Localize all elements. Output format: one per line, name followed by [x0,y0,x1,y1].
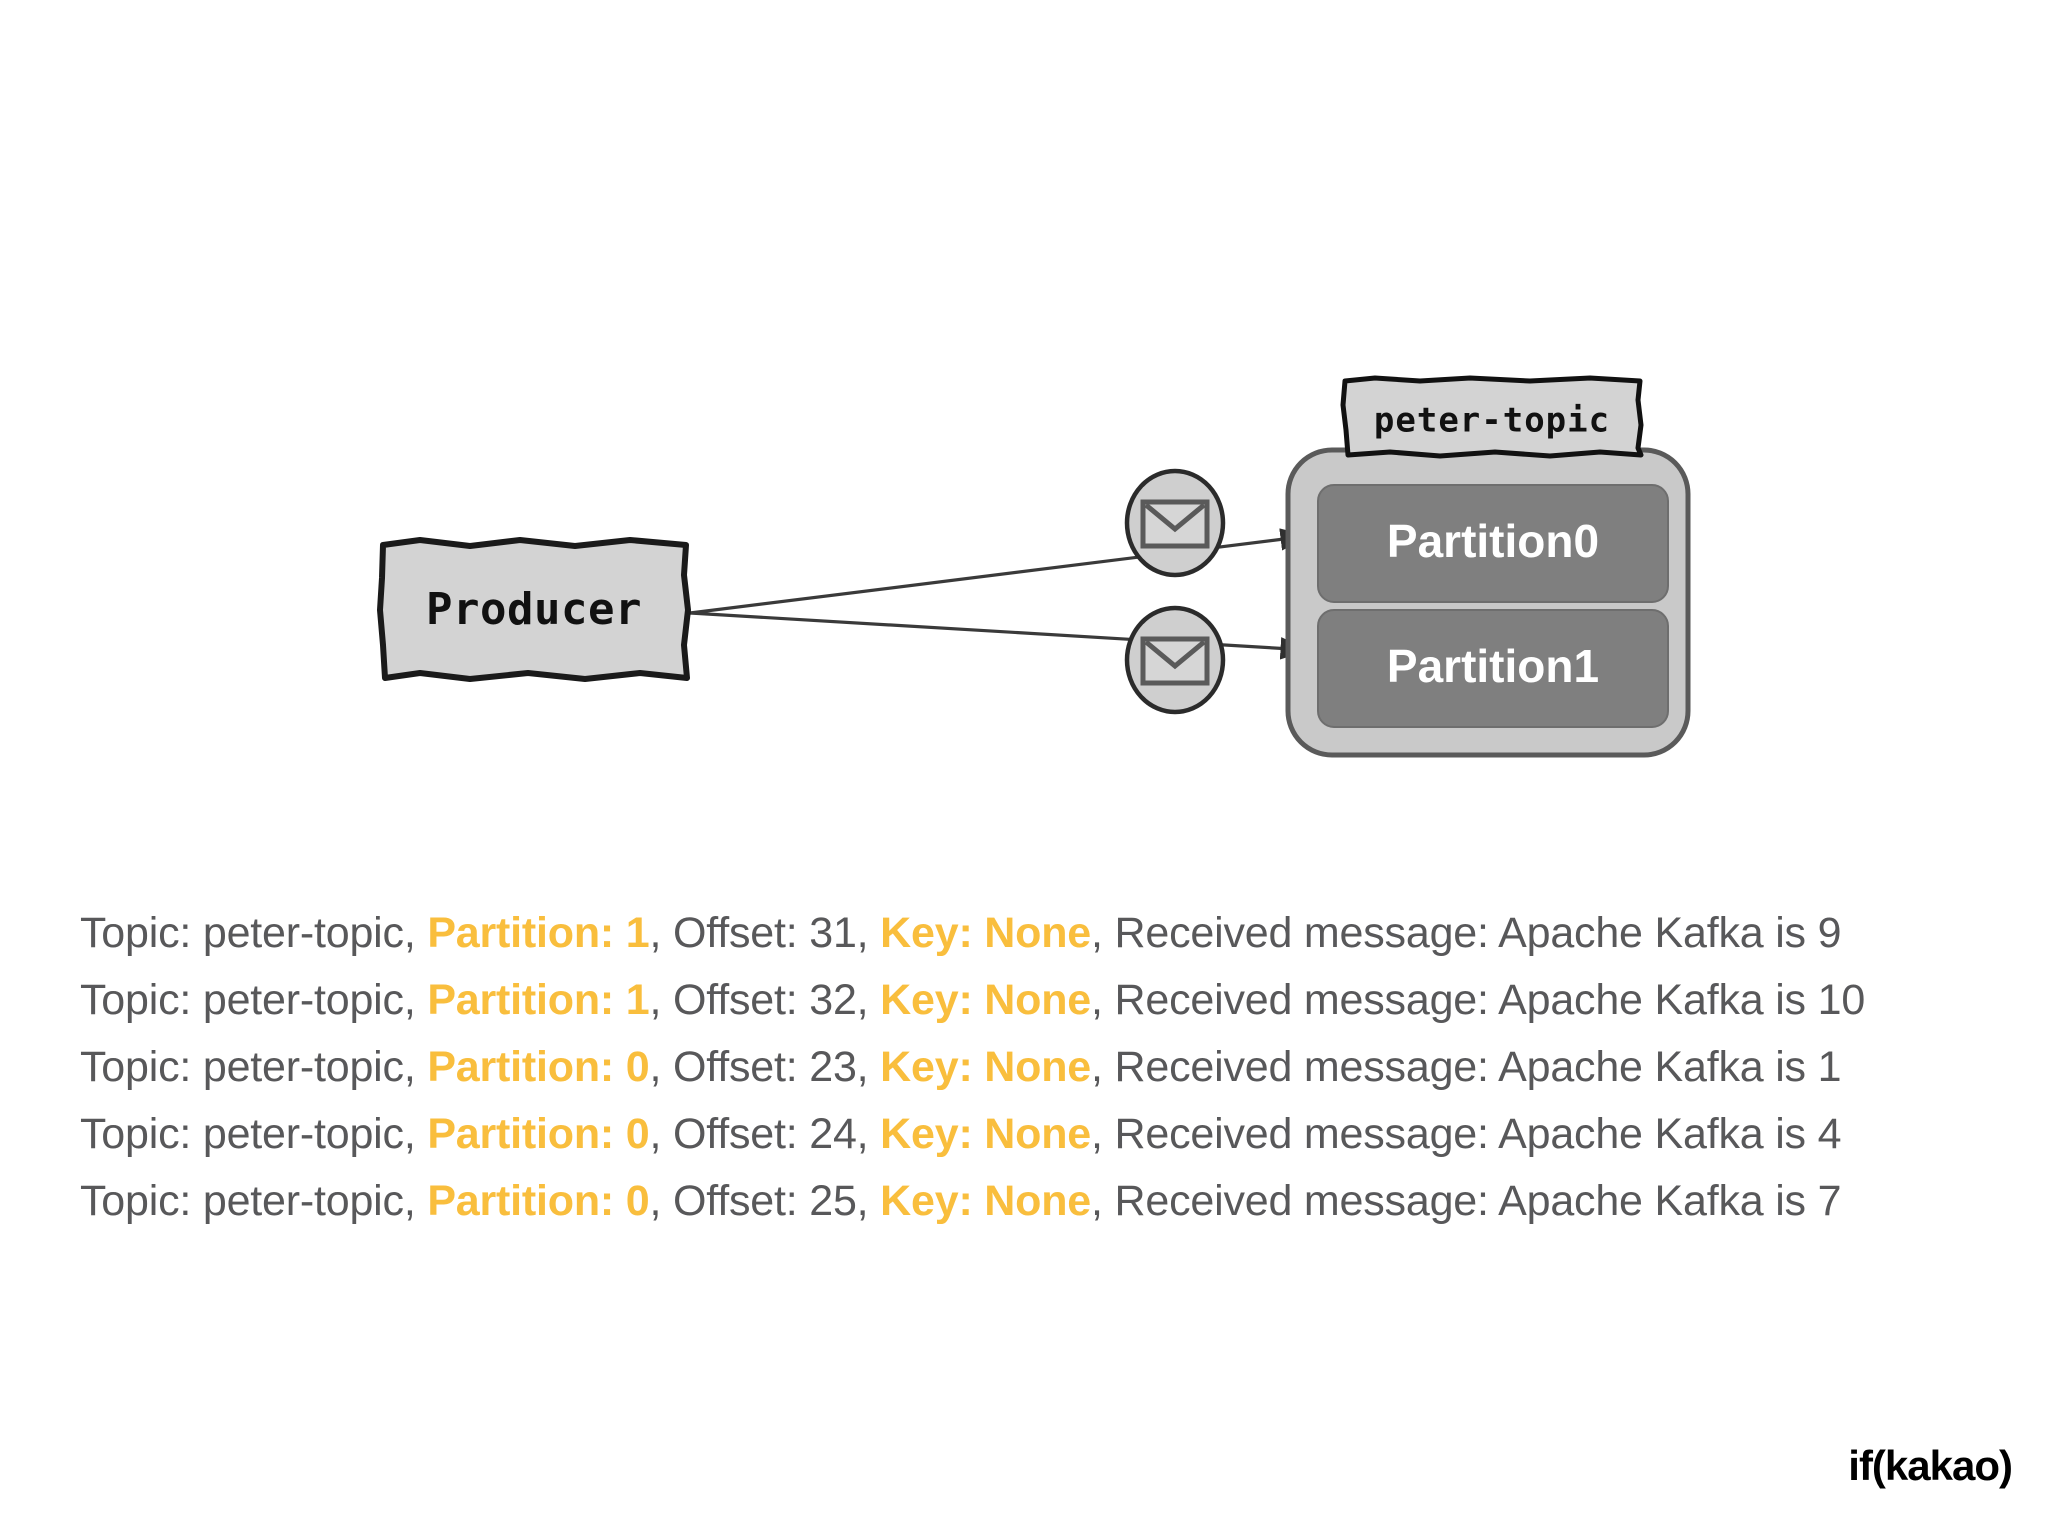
partition0-box[interactable]: Partition0 [1317,484,1669,603]
log-key: Key: None [880,909,1092,957]
log-line: Topic: peter-topic, Partition: 1, Offset… [80,900,1980,967]
log-partition: Partition: 0 [427,1110,650,1158]
log-line: Topic: peter-topic, Partition: 0, Offset… [80,1101,1980,1168]
producer-box[interactable]: Producer [377,537,691,682]
log-mid: , Offset: 23, [649,1043,881,1091]
log-prefix: Topic: peter-topic, [80,1043,428,1091]
topic-name-label: peter-topic [1374,401,1610,441]
log-partition: Partition: 0 [427,1043,650,1091]
kafka-flow-diagram: Partition0 Partition1 peter-topic [377,375,1691,758]
log-key: Key: None [880,1110,1092,1158]
log-partition: Partition: 1 [427,976,650,1024]
log-mid: , Offset: 32, [649,976,881,1024]
log-line: Topic: peter-topic, Partition: 1, Offset… [80,967,1980,1034]
log-line: Topic: peter-topic, Partition: 0, Offset… [80,1034,1980,1101]
log-key: Key: None [880,1177,1092,1225]
topic-name-tag: peter-topic [1340,375,1644,459]
envelope-icon-2 [1124,605,1226,715]
if-kakao-logo: if(kakao) [1848,1442,2013,1489]
log-prefix: Topic: peter-topic, [80,1177,428,1225]
producer-label: Producer [426,584,642,635]
log-suffix: , Received message: Apache Kafka is 4 [1091,1110,1842,1158]
log-suffix: , Received message: Apache Kafka is 7 [1091,1177,1842,1225]
log-suffix: , Received message: Apache Kafka is 10 [1091,976,1866,1024]
log-partition: Partition: 0 [427,1177,650,1225]
log-mid: , Offset: 31, [649,909,881,957]
consumer-log-output: Topic: peter-topic, Partition: 1, Offset… [80,900,1980,1235]
log-mid: , Offset: 24, [649,1110,881,1158]
envelope-icon-1 [1124,468,1226,578]
partition0-label: Partition0 [1387,515,1599,567]
log-suffix: , Received message: Apache Kafka is 1 [1091,1043,1842,1091]
log-prefix: Topic: peter-topic, [80,1110,428,1158]
log-partition: Partition: 1 [427,909,650,957]
log-key: Key: None [880,1043,1092,1091]
log-line: Topic: peter-topic, Partition: 0, Offset… [80,1168,1980,1235]
log-prefix: Topic: peter-topic, [80,909,428,957]
log-key: Key: None [880,976,1092,1024]
log-prefix: Topic: peter-topic, [80,976,428,1024]
partition1-label: Partition1 [1387,640,1599,692]
log-suffix: , Received message: Apache Kafka is 9 [1091,909,1842,957]
partition1-box[interactable]: Partition1 [1317,609,1669,728]
log-mid: , Offset: 25, [649,1177,881,1225]
